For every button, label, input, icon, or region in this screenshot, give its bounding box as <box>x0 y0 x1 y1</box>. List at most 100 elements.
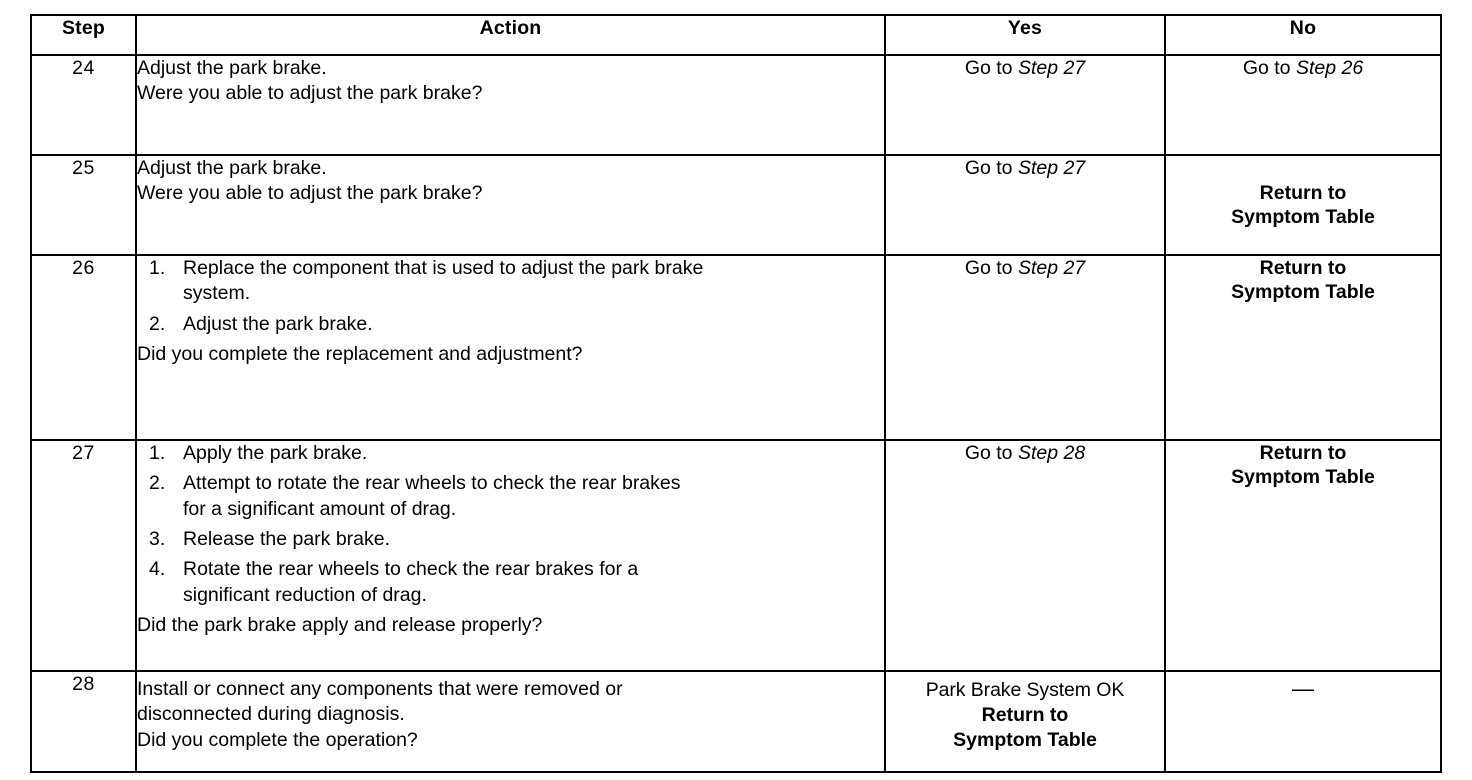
list-item-line-2: for a significant amount of drag. <box>183 497 457 520</box>
goto-prefix: Go to <box>964 57 1018 79</box>
goto-target: Step 28 <box>1017 442 1086 464</box>
diagnostic-step-table: Step Action Yes No 24 Adjust the park br… <box>30 14 1442 773</box>
list-item-line-1: Attempt to rotate the rear wheels to che… <box>183 472 681 495</box>
goto-prefix: Go to <box>964 257 1018 279</box>
goto-reference: Go to Step 27 <box>886 156 1164 181</box>
yes-cell: Park Brake System OK Return to Symptom T… <box>884 670 1166 773</box>
list-item-number: 1. <box>149 442 166 464</box>
goto-prefix: Go to <box>1242 57 1296 79</box>
action-intro-line-1: Install or connect any components that w… <box>137 678 623 700</box>
goto-reference: Go to Step 27 <box>886 256 1164 281</box>
table-row: 27 1. Apply the park brake. 2. Attem <box>30 439 1442 672</box>
list-item-number: 2. <box>149 472 166 495</box>
list-item-line-1: Apply the park brake. <box>183 442 368 464</box>
no-cell: Return to Symptom Table <box>1164 154 1442 256</box>
step-number-cell: 27 <box>30 439 137 672</box>
return-line-2: Symptom Table <box>953 728 1097 751</box>
no-cell: — <box>1164 670 1442 773</box>
em-dash-placeholder: — <box>1292 676 1314 701</box>
action-cell: Adjust the park brake. Were you able to … <box>135 54 886 156</box>
action-cell: 1. Replace the component that is used to… <box>135 254 886 441</box>
return-line-2: Symptom Table <box>1231 281 1375 304</box>
goto-target: Step 27 <box>1017 257 1086 279</box>
action-cell: Install or connect any components that w… <box>135 670 886 773</box>
return-line-2: Symptom Table <box>1231 206 1375 228</box>
action-intro: Adjust the park brake. <box>137 57 327 79</box>
table-row: 26 1. Replace the component that is used… <box>30 254 1442 441</box>
return-line-1: Return to <box>1259 442 1347 464</box>
list-item-line-1: Adjust the park brake. <box>183 312 373 335</box>
no-cell: Go to Step 26 <box>1164 54 1442 156</box>
list-item-text: Attempt to rotate the rear wheels to che… <box>183 471 884 522</box>
step-number-cell: 26 <box>30 254 137 441</box>
list-item-line-2: system. <box>183 282 251 305</box>
step-number-cell: 28 <box>30 670 137 773</box>
table-row: 28 Install or connect any components tha… <box>30 670 1442 773</box>
list-item-number: 3. <box>149 528 166 551</box>
return-line-1: Return to <box>981 704 1069 727</box>
list-item-text: Release the park brake. <box>183 527 884 552</box>
return-line-1: Return to <box>1259 181 1347 204</box>
column-header-no: No <box>1164 14 1442 56</box>
list-item: 3. Release the park brake. <box>137 527 884 552</box>
no-cell: Return to Symptom Table <box>1164 254 1442 441</box>
table-row: 25 Adjust the park brake. Were you able … <box>30 154 1442 256</box>
step-number-cell: 25 <box>30 154 137 256</box>
action-question: Did you complete the operation? <box>137 728 418 751</box>
goto-reference: Go to Step 27 <box>886 56 1164 81</box>
goto-reference: Go to Step 28 <box>886 441 1164 466</box>
no-cell: Return to Symptom Table <box>1164 439 1442 672</box>
list-item: 4. Rotate the rear wheels to check the r… <box>137 557 884 608</box>
list-item-number: 1. <box>149 257 166 279</box>
list-item: 2. Adjust the park brake. <box>137 312 884 337</box>
yes-cell: Go to Step 27 <box>884 154 1166 256</box>
action-question: Were you able to adjust the park brake? <box>137 82 483 105</box>
column-header-yes: Yes <box>884 14 1166 56</box>
list-item: 1. Apply the park brake. <box>137 441 884 466</box>
goto-reference: Go to Step 26 <box>1166 56 1440 81</box>
list-item-text: Rotate the rear wheels to check the rear… <box>183 557 884 608</box>
action-intro-line-2: disconnected during diagnosis. <box>137 703 405 726</box>
table-row: 24 Adjust the park brake. Were you able … <box>30 54 1442 156</box>
list-item-text: Apply the park brake. <box>183 441 884 466</box>
return-to-symptom-table: Return to Symptom Table <box>886 703 1164 751</box>
yes-cell: Go to Step 27 <box>884 54 1166 156</box>
column-header-step: Step <box>30 14 137 56</box>
list-item-number: 4. <box>149 558 166 581</box>
action-question: Did you complete the replacement and adj… <box>137 343 583 366</box>
goto-target: Step 26 <box>1295 57 1364 79</box>
list-item-line-1: Replace the component that is used to ad… <box>183 257 704 279</box>
list-item-text: Replace the component that is used to ad… <box>183 256 884 307</box>
column-header-action: Action <box>135 14 886 56</box>
list-item: 1. Replace the component that is used to… <box>137 256 884 307</box>
goto-prefix: Go to <box>964 157 1018 179</box>
return-to-symptom-table: Return to Symptom Table <box>1166 441 1440 489</box>
action-cell: 1. Apply the park brake. 2. Attempt to r… <box>135 439 886 672</box>
list-item-text: Adjust the park brake. <box>183 312 884 337</box>
list-item-line-2: significant reduction of drag. <box>183 583 427 606</box>
action-question: Did the park brake apply and release pro… <box>137 614 543 637</box>
list-item-line-1: Rotate the rear wheels to check the rear… <box>183 558 639 581</box>
action-item-list: 1. Apply the park brake. 2. Attempt to r… <box>137 441 884 608</box>
action-item-list: 1. Replace the component that is used to… <box>137 256 884 337</box>
goto-target: Step 27 <box>1017 57 1086 79</box>
list-item-number: 2. <box>149 312 166 335</box>
step-number-cell: 24 <box>30 54 137 156</box>
header-row: Step Action Yes No <box>30 14 1442 56</box>
return-to-symptom-table: Return to Symptom Table <box>1166 181 1440 229</box>
table-header: Step Action Yes No <box>30 14 1442 56</box>
table-body: 24 Adjust the park brake. Were you able … <box>30 54 1442 773</box>
action-question: Were you able to adjust the park brake? <box>137 182 483 205</box>
action-intro: Adjust the park brake. <box>137 157 327 179</box>
yes-cell: Go to Step 27 <box>884 254 1166 441</box>
list-item: 2. Attempt to rotate the rear wheels to … <box>137 471 884 522</box>
yes-cell: Go to Step 28 <box>884 439 1166 672</box>
action-cell: Adjust the park brake. Were you able to … <box>135 154 886 256</box>
goto-target: Step 27 <box>1017 157 1086 179</box>
return-line-2: Symptom Table <box>1231 466 1375 489</box>
return-line-1: Return to <box>1259 257 1347 279</box>
list-item-line-1: Release the park brake. <box>183 528 391 551</box>
return-to-symptom-table: Return to Symptom Table <box>1166 256 1440 304</box>
system-ok-text: Park Brake System OK <box>925 679 1125 701</box>
